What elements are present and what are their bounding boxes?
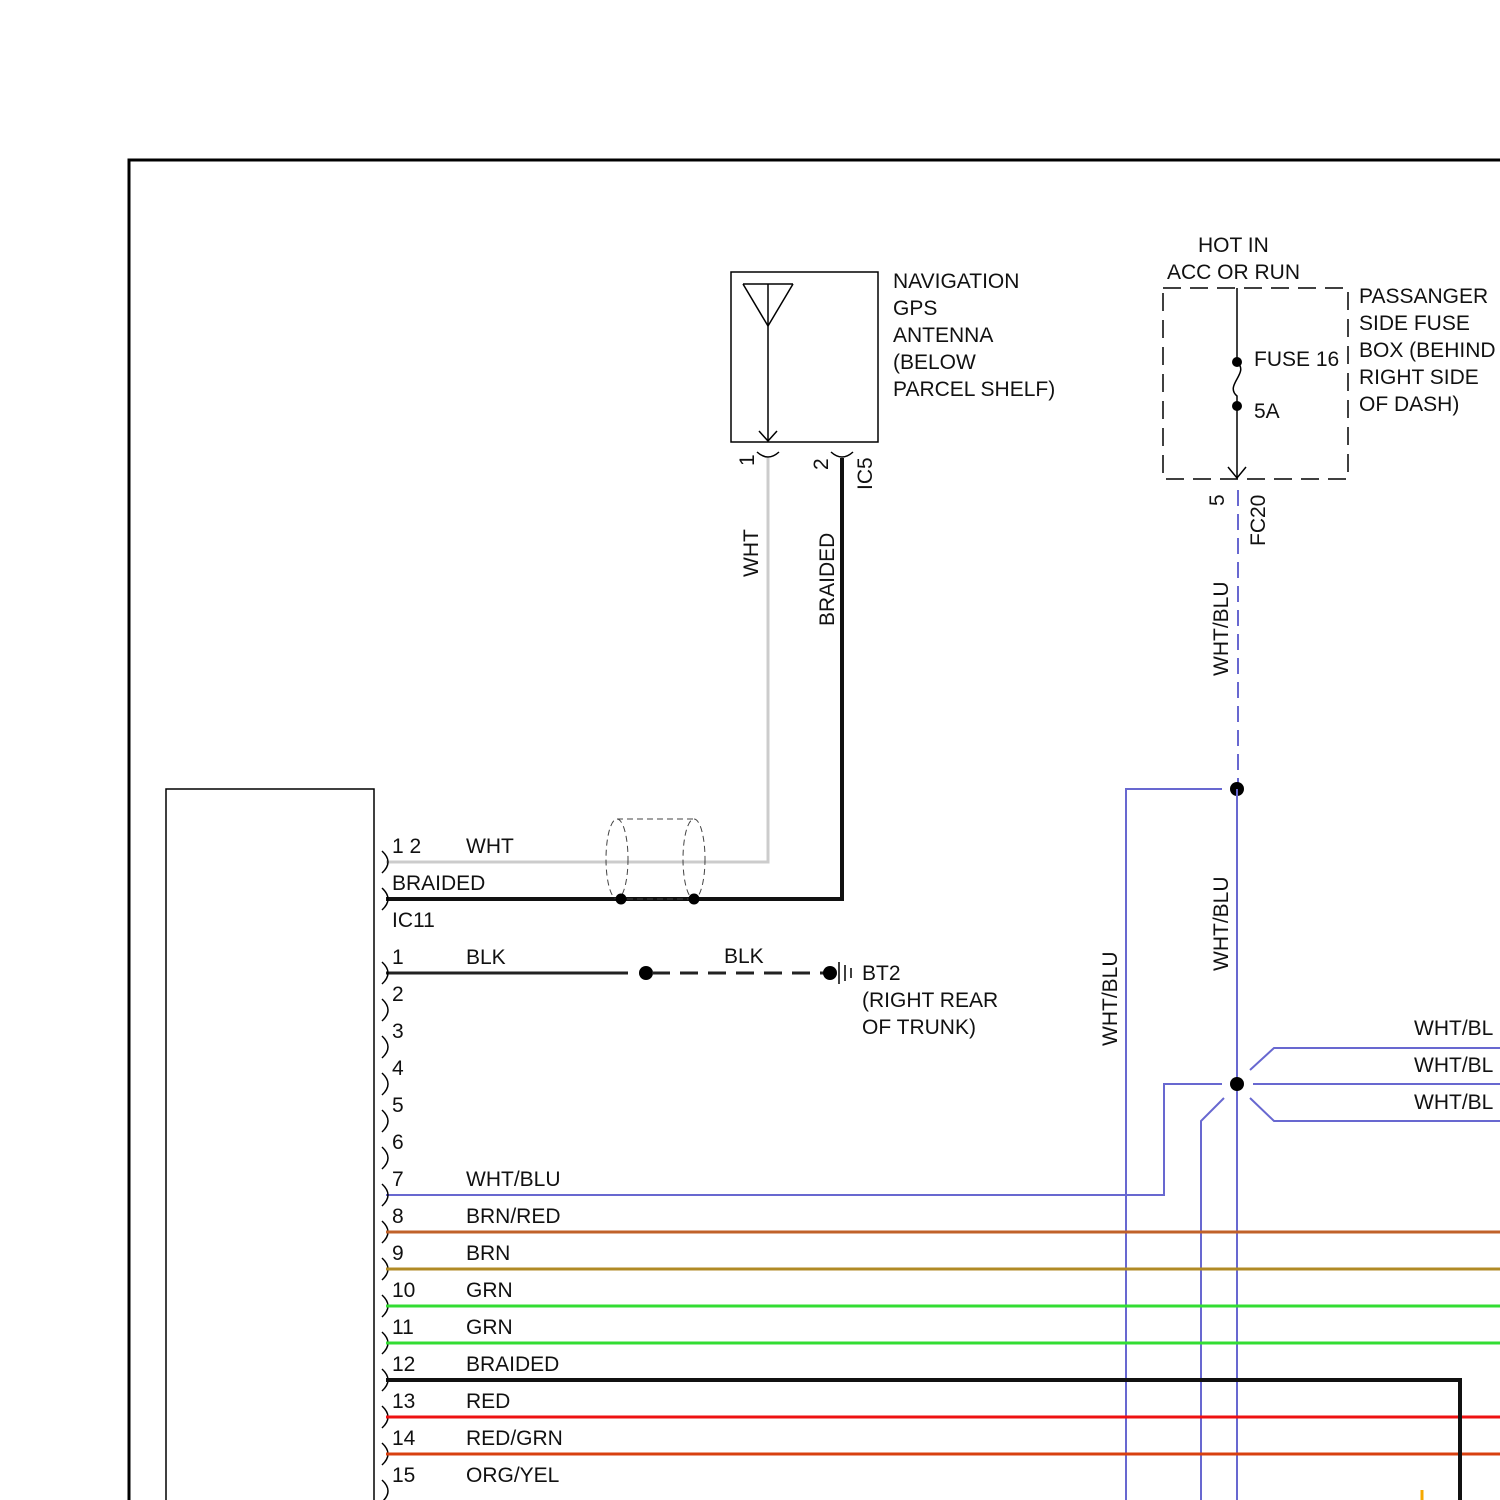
pin-row-2: 2 xyxy=(382,983,404,1021)
pin-number: 4 xyxy=(392,1057,404,1080)
fc20-pin-label: 5 xyxy=(1206,494,1229,506)
gps-antenna: NAVIGATION GPS ANTENNA (BELOW PARCEL SHE… xyxy=(731,270,1055,490)
ic5-connector-label: IC5 xyxy=(854,457,877,490)
braided-wire-label: BRAIDED xyxy=(816,533,839,626)
ic5-pin1-terminal xyxy=(757,452,779,457)
pin-terminal xyxy=(382,1147,388,1169)
wht-wire xyxy=(386,458,768,862)
pin-number: 11 xyxy=(392,1316,414,1339)
pin-number: 6 xyxy=(392,1131,404,1154)
wht-wire-label: WHT xyxy=(740,529,763,577)
right-branch-2-label: WHT/BL xyxy=(1414,1054,1493,1077)
pin-number: 1 xyxy=(392,946,404,969)
hot-in-label-line-2: ACC OR RUN xyxy=(1167,261,1300,284)
pin-number: 15 xyxy=(392,1464,415,1487)
braided-wire xyxy=(386,458,842,899)
pin-row-1: 1 BLK xyxy=(382,946,506,984)
pin-row-3: 3 xyxy=(382,1020,404,1058)
antenna-label-line-2: GPS xyxy=(893,297,937,320)
fuse-box-label-line-3: BOX (BEHIND xyxy=(1359,339,1496,362)
pin-wire-color: ORG/YEL xyxy=(466,1464,559,1487)
antenna-label-line-5: PARCEL SHELF) xyxy=(893,378,1055,401)
fuse-box-outline xyxy=(1163,288,1348,479)
antenna-label-line-4: (BELOW xyxy=(893,351,976,374)
pin-number: 9 xyxy=(392,1242,404,1265)
right-branch-1-label: WHT/BL xyxy=(1414,1017,1493,1040)
pin-number: 13 xyxy=(392,1390,415,1413)
pin-terminal xyxy=(382,1480,388,1500)
splice-lower xyxy=(1230,1077,1244,1091)
pin-row-6: 6 xyxy=(382,1131,404,1169)
antenna-wires: WHT BRAIDED xyxy=(386,458,842,905)
antenna-box xyxy=(731,272,878,442)
fuse-name: FUSE 16 xyxy=(1254,348,1339,371)
fuse-box-label-line-2: SIDE FUSE xyxy=(1359,312,1470,335)
fuse-feed-label: WHT/BLU xyxy=(1210,582,1233,677)
fuse-icon xyxy=(1233,362,1241,406)
pin-number: 3 xyxy=(392,1020,404,1043)
fuse-box-label-line-4: RIGHT SIDE xyxy=(1359,366,1479,389)
pin-number: 8 xyxy=(392,1205,404,1228)
ground-jumper-label: BLK xyxy=(724,945,764,968)
pin-row-7: 7 WHT/BLU xyxy=(382,1168,561,1206)
vertical-feed-label: WHT/BLU xyxy=(1210,877,1233,972)
ground-location-line-2: OF TRUNK) xyxy=(862,1016,976,1039)
pin-wire-color: GRN xyxy=(466,1279,513,1302)
ic5-pin1-label: 1 xyxy=(736,454,759,466)
fc20-connector-label: FC20 xyxy=(1247,495,1270,546)
left-branch-label: WHT/BLU xyxy=(1099,952,1122,1047)
pin-number: 7 xyxy=(392,1168,404,1191)
fuse-box-label-line-5: OF DASH) xyxy=(1359,393,1459,416)
antenna-label-line-3: ANTENNA xyxy=(893,324,993,347)
pin-wire-color: BRN/RED xyxy=(466,1205,561,1228)
ic11-connector-label: IC11 xyxy=(392,909,435,932)
pin-wire-color: RED/GRN xyxy=(466,1427,563,1450)
antenna-icon xyxy=(743,284,793,441)
hot-in-label-line-1: HOT IN xyxy=(1198,234,1269,257)
pin-row-15: 15 ORG/YEL xyxy=(382,1464,1422,1500)
fuse-box: HOT IN ACC OR RUN FUSE 16 5A PASSANGER S… xyxy=(1163,234,1496,546)
module-box xyxy=(166,789,374,1500)
pin-wire-color: BRN xyxy=(466,1242,510,1265)
ic5-pin2-label: 2 xyxy=(810,458,833,470)
ic5-pin2-terminal xyxy=(831,452,853,457)
pin-row-4: 4 xyxy=(382,1057,404,1095)
pin-wire-color: BLK xyxy=(466,946,506,969)
pin-wire-color: WHT/BLU xyxy=(466,1168,561,1191)
pin-row-8: 8 BRN/RED xyxy=(382,1205,1500,1243)
ground-icon xyxy=(839,962,851,984)
right-branch-3-label: WHT/BL xyxy=(1414,1091,1493,1114)
splice-branch-down xyxy=(1201,1098,1224,1500)
pin-row-5: 5 xyxy=(382,1094,404,1132)
pin-number: 5 xyxy=(392,1094,404,1117)
fuse-box-label-line-1: PASSANGER xyxy=(1359,285,1488,308)
pin-number: 12 xyxy=(392,1353,415,1376)
pin-terminal xyxy=(382,999,388,1021)
fuse-rating: 5A xyxy=(1254,400,1280,423)
pin-row-10: 10 GRN xyxy=(382,1279,1500,1317)
pin-number: 2 xyxy=(392,983,404,1006)
pin-row-11: 11 GRN xyxy=(382,1316,1500,1354)
pin-wire-color: BRAIDED xyxy=(466,1353,559,1376)
module-shield-label: BRAIDED xyxy=(392,872,485,895)
module-top-pins: 1 2 xyxy=(392,835,421,858)
pin-terminal xyxy=(382,1073,388,1095)
ground-name: BT2 xyxy=(862,962,901,985)
pin-number: 14 xyxy=(392,1427,416,1450)
module-top-color: WHT xyxy=(466,835,514,858)
pin-row-14: 14 RED/GRN xyxy=(382,1427,1500,1465)
harness-return-wires xyxy=(1422,1380,1460,1500)
antenna-label-line-1: NAVIGATION xyxy=(893,270,1019,293)
ground-location-line-1: (RIGHT REAR xyxy=(862,989,998,1012)
pin-number: 10 xyxy=(392,1279,415,1302)
pin-terminal xyxy=(382,1110,388,1132)
left-branch-wire xyxy=(1126,789,1222,1500)
pin-wire-color: RED xyxy=(466,1390,510,1413)
pin-terminal xyxy=(382,1036,388,1058)
pin-row-13: 13 RED xyxy=(382,1390,1500,1428)
pin-wire-color: GRN xyxy=(466,1316,513,1339)
pin-row-9: 9 BRN xyxy=(382,1242,1500,1280)
